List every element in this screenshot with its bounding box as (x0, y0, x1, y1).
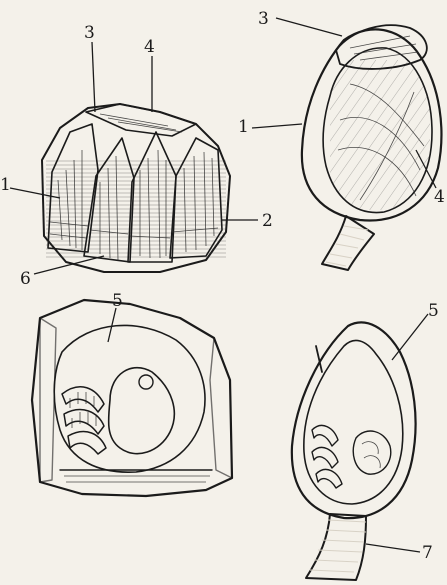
label-acorn-4: 4 (144, 37, 155, 57)
acorn-leader-3 (92, 42, 95, 112)
goose-section-leader-5 (392, 314, 428, 360)
acorn-barnacle-section-drawing (32, 300, 232, 496)
label-goose-section-5: 5 (428, 301, 439, 321)
goose-barnacle-section-drawing (292, 322, 416, 580)
label-goose-4: 4 (434, 187, 445, 207)
acorn-barnacle-drawing (42, 104, 230, 272)
label-acorn-section-5: 5 (112, 291, 123, 311)
label-acorn-6: 6 (20, 269, 31, 289)
acorn-section-leader-5 (108, 308, 116, 342)
label-goose-section-7: 7 (422, 543, 433, 563)
goose-leader-3 (276, 18, 342, 36)
goose-barnacle-drawing (302, 25, 442, 270)
goose-section-leader-7 (366, 544, 420, 552)
label-goose-3: 3 (258, 9, 269, 29)
goose-leader-1 (252, 124, 302, 128)
label-acorn-2: 2 (262, 211, 273, 231)
label-goose-1: 1 (238, 117, 249, 137)
label-acorn-1: 1 (0, 175, 11, 195)
label-acorn-3: 3 (84, 23, 95, 43)
